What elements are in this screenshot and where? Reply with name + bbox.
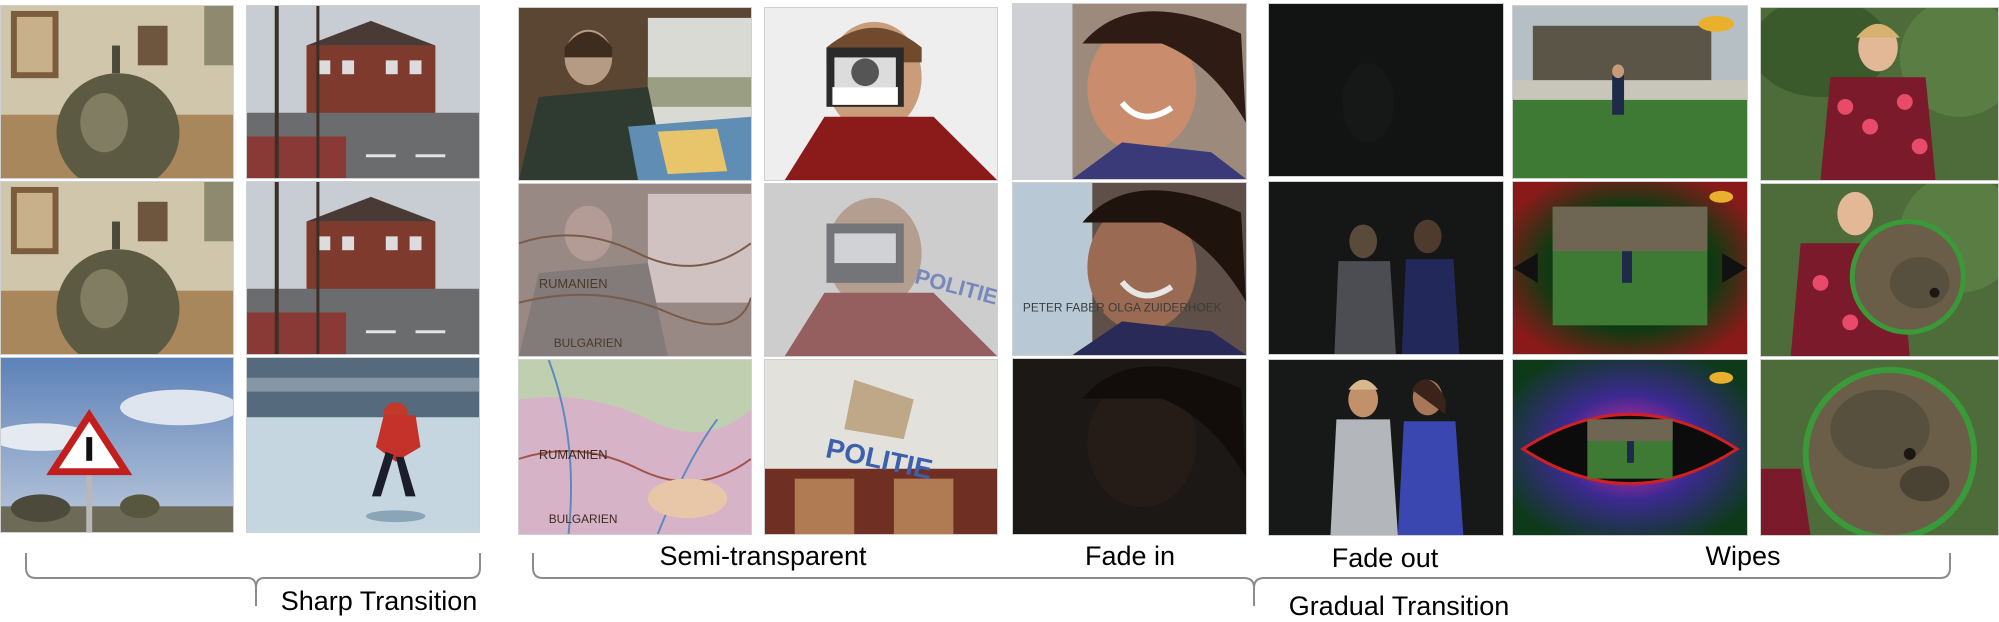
frame-street-1 — [246, 5, 480, 179]
frame-street-2 — [246, 181, 480, 355]
map-label-bulgarien-2: BULGARIEN — [549, 512, 618, 526]
frame-park — [1512, 5, 1748, 179]
frame-camera-1 — [764, 7, 998, 181]
label-fade-in: Fade in — [1084, 541, 1176, 571]
label-wipes: Wipes — [1705, 541, 1781, 571]
frame-presenter — [1760, 7, 1999, 181]
frame-girl-map-2: RUMANIEN BULGARIEN — [518, 183, 752, 357]
frame-woman-1 — [1012, 3, 1247, 180]
brace-gradual-transition — [532, 553, 1951, 606]
frame-presenter-circle-2 — [1760, 359, 1999, 536]
frame-map: RUMANIEN BULGARIEN — [518, 359, 752, 535]
frame-skater — [246, 357, 480, 533]
frame-apple-1 — [0, 5, 234, 179]
label-semi-transparent: Semi-transparent — [659, 541, 867, 571]
frame-woman-dark — [1012, 358, 1247, 535]
map-label-rumanien: RUMANIEN — [539, 276, 608, 291]
frame-woman-2: PETER FABER OLGA ZUIDERHOEK — [1012, 182, 1247, 356]
frame-park-wipe-2 — [1512, 359, 1748, 536]
label-gradual-transition: Gradual Transition — [1288, 591, 1510, 621]
brace-sharp-transition — [25, 553, 481, 606]
frame-people-mid — [1268, 181, 1504, 355]
frame-people-bright — [1268, 359, 1504, 536]
frame-girl-map-1 — [518, 7, 752, 181]
label-sharp-transition: Sharp Transition — [280, 586, 478, 616]
map-label-bulgarien: BULGARIEN — [554, 336, 623, 350]
map-label-rumanien-2: RUMANIEN — [539, 447, 608, 462]
frame-apple-2 — [0, 181, 234, 355]
frame-people-dark — [1268, 3, 1504, 177]
name-card-text: PETER FABER OLGA ZUIDERHOEK — [1023, 301, 1222, 315]
frame-road-sign — [0, 357, 234, 533]
frame-presenter-circle-1 — [1760, 183, 1999, 357]
frame-camera-2: POLITIE — [764, 183, 998, 357]
frame-politie: POLITIE — [764, 359, 998, 535]
label-fade-out: Fade out — [1331, 543, 1439, 573]
frame-park-wipe-1 — [1512, 181, 1748, 355]
